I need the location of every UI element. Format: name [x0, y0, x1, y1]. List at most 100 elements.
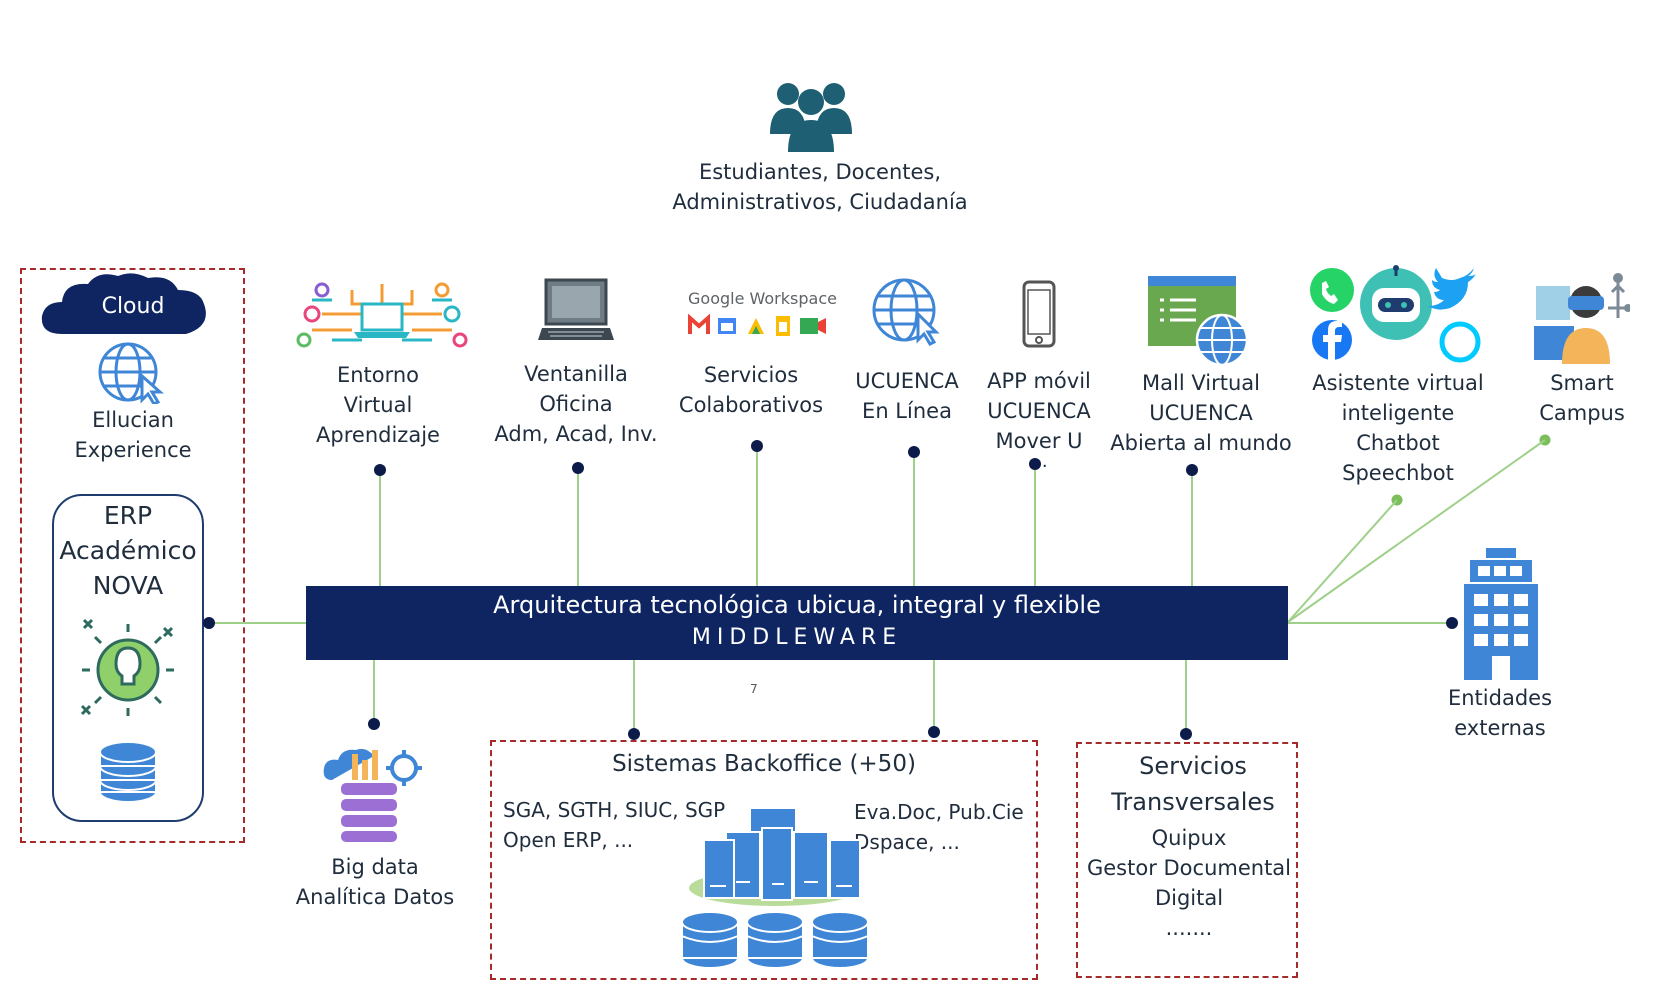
middleware-bar: Arquitectura tecnológica ubicua, integra… [306, 586, 1288, 660]
app-connector [1034, 464, 1036, 586]
ellucian-line: Experience [74, 438, 192, 462]
servers-database-icon [681, 807, 869, 969]
network-laptop-icon [296, 282, 468, 348]
entorno-connector [379, 470, 381, 586]
transversal-connector [1185, 660, 1187, 734]
transversal-item: ....... [1165, 916, 1213, 940]
backoffice-right-line: Eva.Doc, Pub.Cie [854, 800, 1024, 824]
external-line: Entidades [1447, 686, 1553, 710]
backoffice-right-list: Eva.Doc, Pub.Cie Dspace, ... [854, 797, 1024, 857]
external-dot [1446, 617, 1458, 629]
service-label-mall: Mall Virtual UCUENCA Abierta al mundo [1110, 368, 1292, 458]
backoffice-dot-left [628, 728, 640, 740]
bigdata-icon [323, 748, 422, 844]
ventanilla-connector [577, 468, 579, 586]
service-label-enlinea: UCUENCA En Línea [855, 366, 958, 426]
erp-line: NOVA [92, 571, 164, 600]
globe-cursor-icon [872, 278, 940, 346]
enlinea-connector [913, 452, 915, 586]
erp-line: Académico [59, 536, 197, 565]
transversal-title-line: Transversales [1111, 788, 1275, 816]
external-label: Entidades externas [1448, 683, 1552, 743]
ellucian-label: Ellucian Experience [74, 405, 191, 465]
google-workspace-logo: Google Workspace [688, 289, 837, 308]
enlinea-dot [908, 446, 920, 458]
service-line: Abierta al mundo [1110, 431, 1292, 455]
laptop-icon [538, 278, 614, 340]
service-line: UCUENCA [987, 399, 1091, 423]
backoffice-right-line: Dspace, ... [854, 830, 960, 854]
smartphone-icon [1022, 280, 1056, 348]
ventanilla-dot [572, 462, 584, 474]
backoffice-box [490, 740, 1038, 980]
transversal-item: Quipux [1151, 826, 1227, 850]
erp-panel [52, 494, 204, 822]
erp-line: ERP [103, 501, 153, 530]
service-line: APP móvil [987, 369, 1091, 393]
database-icon [99, 741, 157, 803]
users-label: Estudiantes, Docentes, Administrativos, … [672, 157, 967, 217]
chatbot-social-icon [1310, 265, 1481, 363]
colaborativos-connector [756, 446, 758, 586]
service-line: Mall Virtual [1142, 371, 1260, 395]
entorno-dot [374, 464, 386, 476]
service-label-ventanilla: Ventanilla Oficina Adm, Acad, Inv. [494, 359, 657, 449]
cloud-label: Cloud [101, 294, 165, 319]
cloud-icon [41, 273, 206, 334]
backoffice-connector-right [933, 660, 935, 732]
bigdata-line: Big data [331, 855, 419, 879]
backoffice-connector-left [633, 660, 635, 734]
mall-dot [1186, 464, 1198, 476]
ellucian-line: Ellucian [92, 408, 174, 432]
service-line: Oficina [539, 392, 613, 416]
transversal-item: Digital [1154, 886, 1224, 910]
mall-connector [1191, 470, 1193, 586]
bigdata-label: Big data Analítica Datos [296, 852, 454, 912]
transversal-items: Quipux Gestor Documental Digital ....... [1087, 823, 1291, 943]
backoffice-left-line: SGA, SGTH, SIUC, SGP [503, 798, 726, 822]
service-line: Speechbot [1342, 461, 1454, 485]
app-dot [1029, 458, 1041, 470]
service-label-smart: Smart Campus [1539, 368, 1625, 428]
middleware-title: Arquitectura tecnológica ubicua, integra… [493, 591, 1101, 619]
service-line: Entorno [336, 363, 420, 387]
google-workspace-icon [688, 314, 826, 336]
transversal-box [1076, 742, 1298, 978]
service-line: UCUENCA [1149, 401, 1253, 425]
transversal-title: Servicios Transversales [1111, 748, 1274, 820]
service-line: Servicios [703, 363, 799, 387]
web-globe-icon [1148, 276, 1249, 366]
backoffice-left-line: Open ERP, ... [503, 828, 634, 852]
service-line: Colaborativos [678, 393, 824, 417]
service-line: Mover U [995, 429, 1083, 453]
cloud-erp-box [20, 268, 245, 843]
gear-bulb-icon [80, 618, 174, 716]
service-line: Adm, Acad, Inv. [494, 422, 658, 446]
users-line: Administrativos, Ciudadanía [672, 190, 968, 214]
service-line: inteligente [1341, 401, 1455, 425]
bigdata-connector [373, 660, 375, 724]
service-line: Aprendizaje [316, 423, 440, 447]
bigdata-dot [368, 718, 380, 730]
service-line: Smart [1550, 371, 1614, 395]
colaborativos-dot [751, 440, 763, 452]
service-label-colaborativos: Servicios Colaborativos [679, 360, 823, 420]
middleware-subtitle: MIDDLEWARE [691, 625, 903, 650]
erp-connector [209, 622, 306, 624]
external-line: externas [1454, 716, 1546, 740]
service-label-entorno: Entorno Virtual Aprendizaje [316, 360, 440, 450]
service-line: Virtual [343, 393, 413, 417]
backoffice-title: Sistemas Backoffice (+50) [612, 751, 916, 777]
transversal-item: Gestor Documental [1086, 856, 1292, 880]
service-line: Asistente virtual [1312, 371, 1484, 395]
service-line: Campus [1539, 401, 1625, 425]
erp-label: ERP Académico NOVA [59, 498, 196, 603]
service-label-asistente: Asistente virtual inteligente Chatbot Sp… [1312, 368, 1484, 488]
transversal-dot [1180, 728, 1192, 740]
service-line: Ventanilla [524, 362, 628, 386]
group-icon [770, 83, 852, 152]
backoffice-dot-right [928, 726, 940, 738]
globe-cursor-icon [98, 342, 164, 404]
